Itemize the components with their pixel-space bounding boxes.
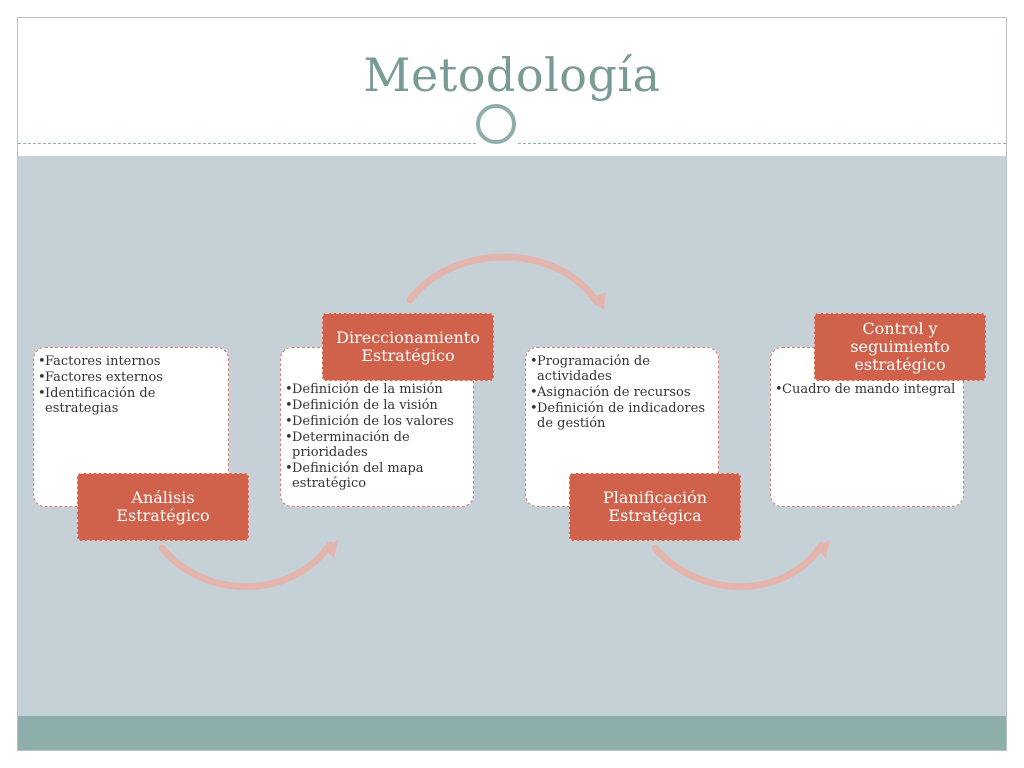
stage-3-label: Planificación Estratégica (569, 473, 741, 541)
list-item: Identificación de estrategias (38, 386, 224, 416)
list-item: Definición de indicadores de gestión (530, 401, 714, 431)
stage-2-list: Definición de la misión Definición de la… (285, 382, 469, 491)
arrow-1-to-2-head (322, 540, 338, 558)
list-item: Determinación de prioridades (285, 430, 469, 460)
stage-1-list: Factores internos Factores externos Iden… (38, 354, 224, 416)
list-item: Definición del mapa estratégico (285, 461, 469, 491)
stage-4-list: Cuadro de mando integral (775, 382, 959, 397)
footer-band (18, 716, 1006, 750)
stage-4-label: Control y seguimiento estratégico (814, 313, 986, 381)
list-item: Cuadro de mando integral (775, 382, 959, 397)
ring-icon (476, 104, 516, 144)
slide-title: Metodología (363, 48, 661, 102)
arrow-2-to-3 (406, 253, 601, 306)
list-item: Definición de la visión (285, 398, 469, 413)
list-item: Definición de los valores (285, 414, 469, 429)
list-item: Factores internos (38, 354, 224, 369)
arrow-2-to-3-head (589, 292, 606, 310)
stage-3-list: Programación de actividades Asignación d… (530, 354, 714, 431)
list-item: Programación de actividades (530, 354, 714, 384)
stage-1-label: Análisis Estratégico (77, 473, 249, 541)
list-item: Asignación de recursos (530, 385, 714, 400)
list-item: Factores externos (38, 370, 224, 385)
stage-3-card: Programación de actividades Asignación d… (525, 347, 719, 507)
arrow-1-to-2 (158, 541, 334, 591)
arrow-3-to-4 (651, 541, 826, 591)
stage-2-label: Direccionamiento Estratégico (322, 313, 494, 381)
list-item: Definición de la misión (285, 382, 469, 397)
arrow-3-to-4-head (814, 540, 830, 558)
